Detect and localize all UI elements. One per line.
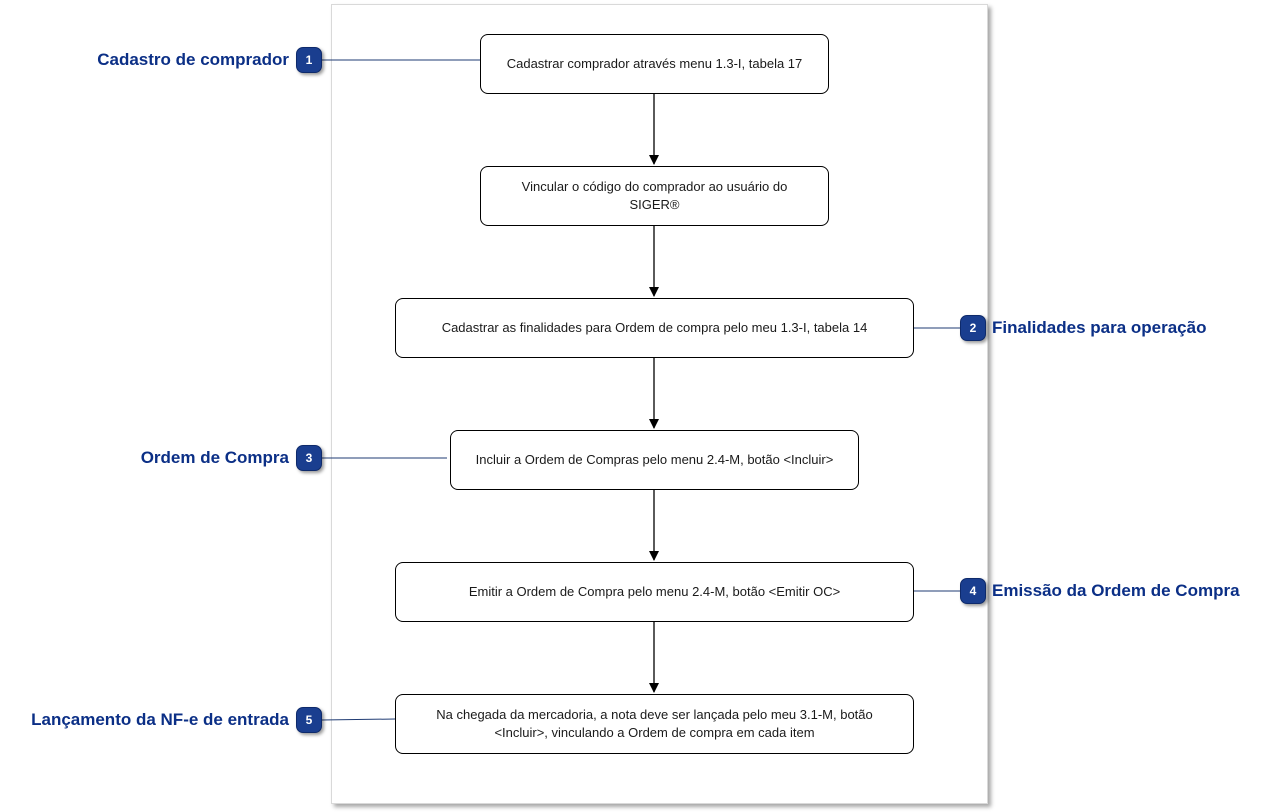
- process-box-4-text: Incluir a Ordem de Compras pelo menu 2.4…: [475, 452, 834, 467]
- process-box-1: Cadastrar comprador através menu 1.3-I, …: [480, 34, 829, 94]
- callout-label-3: Ordem de Compra: [140, 448, 289, 467]
- callout-badge-4[interactable]: 4: [960, 578, 986, 604]
- callout-badge-2[interactable]: 2: [960, 315, 986, 341]
- process-box-2: Vincular o código do comprador ao usuári…: [480, 166, 829, 226]
- callout-badge-1[interactable]: 1: [296, 47, 322, 73]
- process-box-5: Emitir a Ordem de Compra pelo menu 2.4-M…: [395, 562, 914, 622]
- process-box-3: Cadastrar as finalidades para Ordem de c…: [395, 298, 914, 358]
- callout-label-1: Cadastro de comprador: [97, 50, 289, 69]
- process-box-2-text: Vincular o código do comprador ao usuári…: [521, 179, 788, 212]
- flowchart-page: [331, 4, 988, 804]
- callout-label-2: Finalidades para operação: [992, 318, 1207, 337]
- process-box-5-text: Emitir a Ordem de Compra pelo menu 2.4-M…: [468, 584, 841, 599]
- process-box-4: Incluir a Ordem de Compras pelo menu 2.4…: [450, 430, 859, 490]
- process-box-3-text: Cadastrar as finalidades para Ordem de c…: [441, 320, 868, 335]
- process-box-6-text: Na chegada da mercadoria, a nota deve se…: [436, 707, 873, 740]
- callout-badge-3[interactable]: 3: [296, 445, 322, 471]
- process-box-1-text: Cadastrar comprador através menu 1.3-I, …: [506, 56, 803, 71]
- callout-label-4: Emissão da Ordem de Compra: [992, 581, 1240, 600]
- callout-label-5: Lançamento da NF-e de entrada: [31, 710, 289, 729]
- process-box-6: Na chegada da mercadoria, a nota deve se…: [395, 694, 914, 754]
- callout-badge-5[interactable]: 5: [296, 707, 322, 733]
